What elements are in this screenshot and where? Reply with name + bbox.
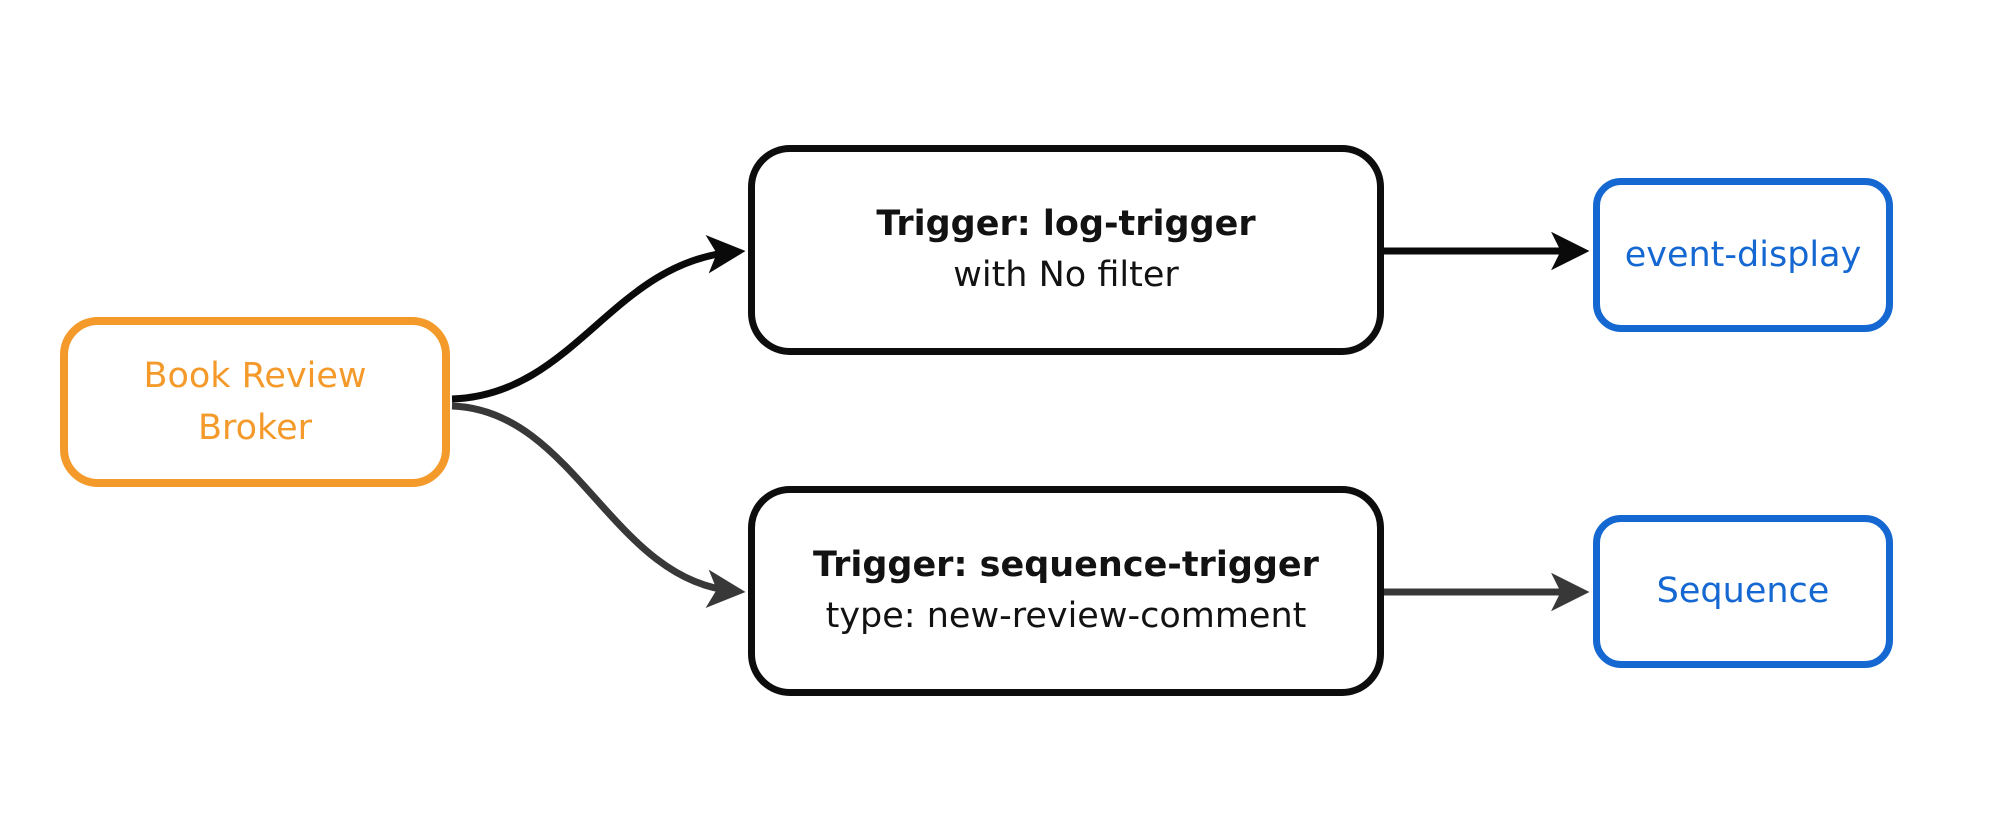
node-log-trigger: Trigger: log-trigger with No filter bbox=[748, 145, 1384, 355]
node-sequence-trigger: Trigger: sequence-trigger type: new-revi… bbox=[748, 486, 1384, 696]
sequence-label: Sequence bbox=[1656, 571, 1830, 612]
sequence-trigger-title: Trigger: sequence-trigger bbox=[813, 545, 1319, 586]
log-trigger-title: Trigger: log-trigger bbox=[876, 204, 1256, 245]
sequence-trigger-subtitle: type: new-review-comment bbox=[825, 596, 1307, 636]
log-trigger-subtitle: with No filter bbox=[953, 255, 1179, 295]
edge-broker-to-sequence-trigger bbox=[451, 402, 746, 608]
event-display-label: event-display bbox=[1624, 234, 1862, 275]
node-sequence: Sequence bbox=[1593, 515, 1893, 668]
node-event-display: event-display bbox=[1593, 178, 1893, 332]
node-book-review-broker: Book Review Broker bbox=[60, 317, 450, 487]
edge-broker-to-log-trigger bbox=[451, 235, 746, 403]
broker-label: Book Review Broker bbox=[143, 355, 367, 449]
